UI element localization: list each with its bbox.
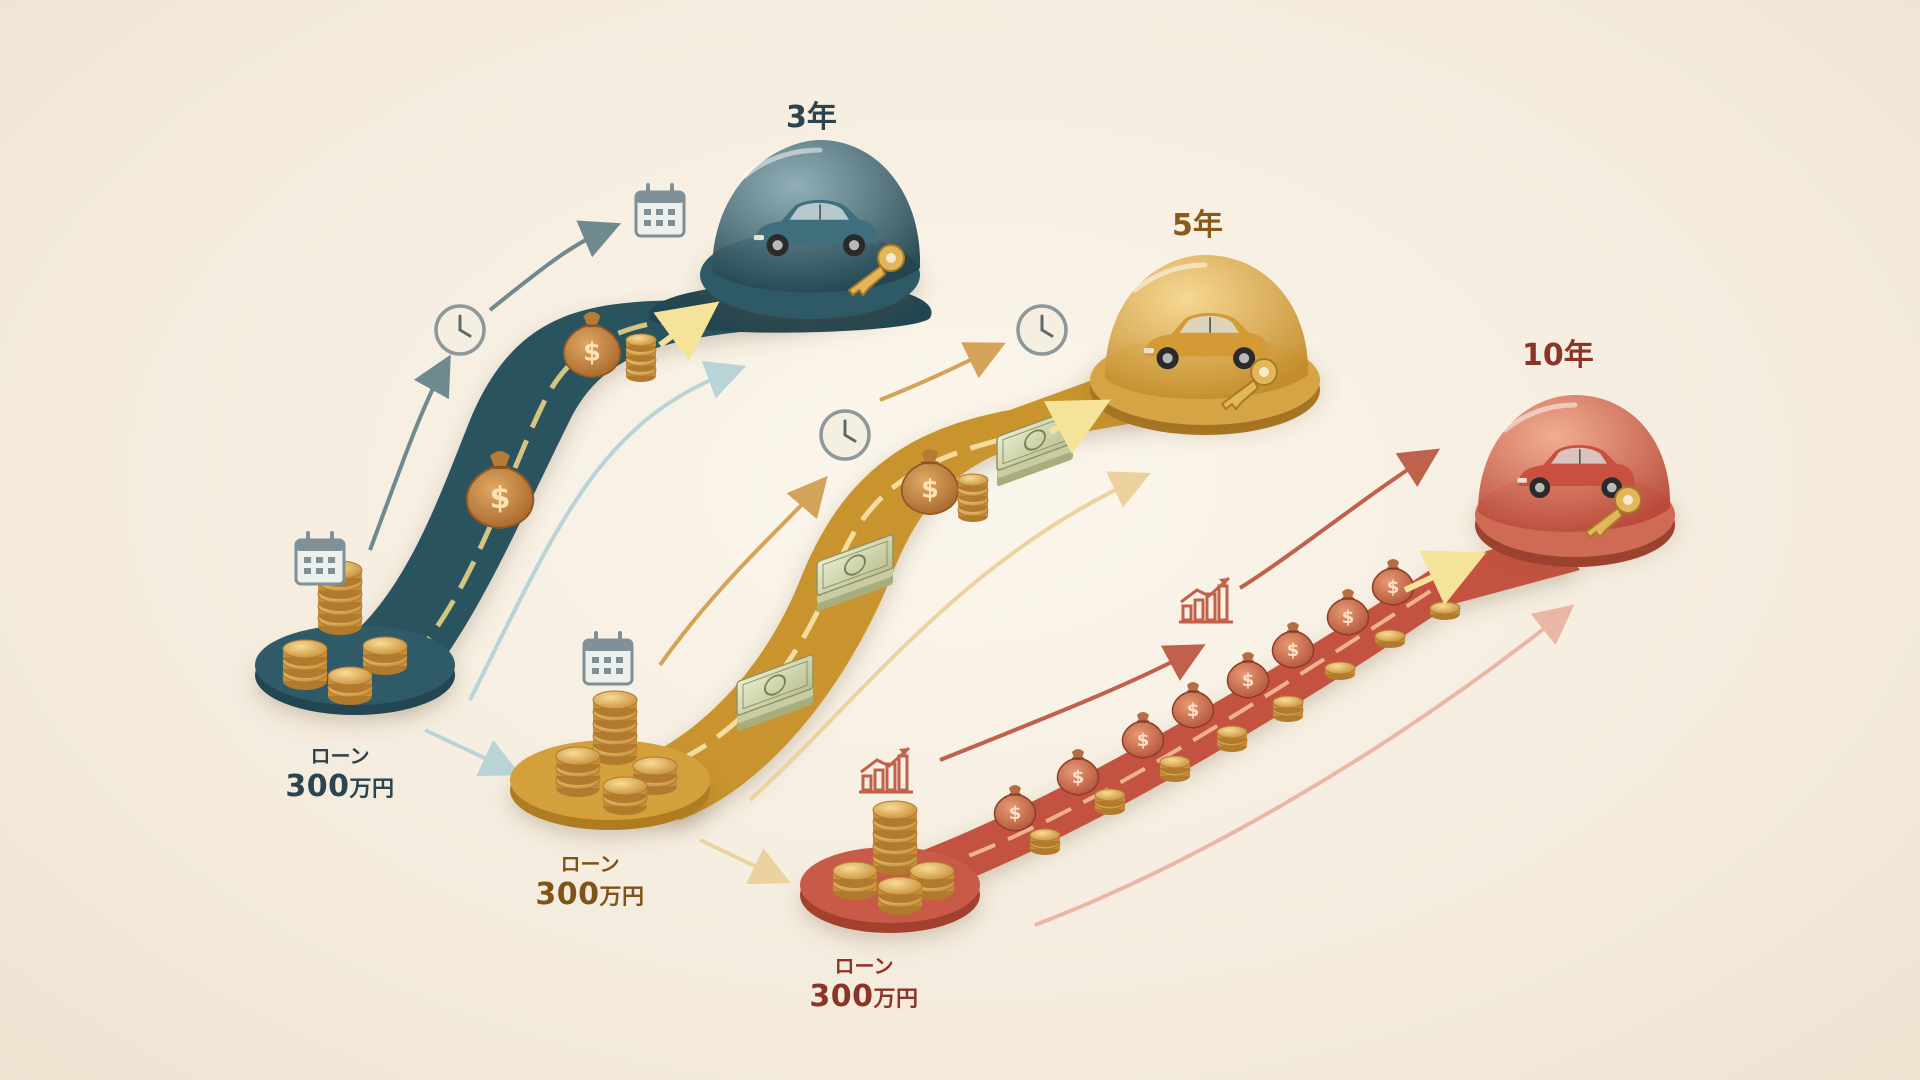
- clock-icon: [1016, 304, 1068, 356]
- coin-stack-icon: [625, 333, 657, 383]
- plan-5-year-duration: 5年: [1172, 208, 1223, 243]
- plan-3-year-duration: 3年: [786, 100, 837, 135]
- arrow-icon: [699, 838, 791, 885]
- plan-10-year-loan: ローン 300万円: [794, 950, 934, 1014]
- arrow-icon: [939, 644, 1206, 762]
- calendar-icon: [294, 531, 346, 586]
- arrow-icon: [424, 728, 521, 777]
- arrow-icon: [658, 475, 828, 667]
- loan-amount: 300万円: [535, 877, 645, 912]
- arrow-icon: [748, 471, 1151, 802]
- plan-10-year-items: [832, 448, 1575, 927]
- loan-label: ローン: [560, 852, 620, 876]
- arrow-icon: [468, 360, 747, 701]
- loan-label: ローン: [310, 744, 370, 768]
- calendar-icon: [582, 631, 634, 686]
- growth-chart-icon: [1177, 576, 1235, 624]
- arrow-icon: [368, 354, 451, 551]
- loan-amount: 300万円: [285, 769, 395, 804]
- arrow-icon: [1043, 399, 1111, 455]
- coin-stack-icon: [957, 473, 989, 523]
- growth-chart-icon: [857, 746, 915, 794]
- arrow-icon: [1403, 550, 1487, 605]
- plan-5-year-loan: ローン 300万円: [520, 848, 660, 912]
- plan-5-year-items: [555, 304, 1151, 885]
- plan-3-year-loan: ローン 300万円: [270, 740, 410, 804]
- calendar-icon: [634, 183, 686, 238]
- arrow-icon: [1238, 448, 1441, 590]
- plan-10-year-duration: 10年: [1522, 338, 1594, 373]
- clock-icon: [819, 409, 871, 461]
- arrow-icon: [488, 220, 622, 312]
- arrow-icon: [1034, 604, 1575, 927]
- clock-icon: [434, 304, 486, 356]
- arrow-icon: [879, 342, 1006, 402]
- loan-label: ローン: [834, 954, 894, 978]
- arrow-icon: [653, 301, 720, 362]
- loan-amount: 300万円: [809, 979, 919, 1014]
- plan-3-year-items: [282, 183, 747, 777]
